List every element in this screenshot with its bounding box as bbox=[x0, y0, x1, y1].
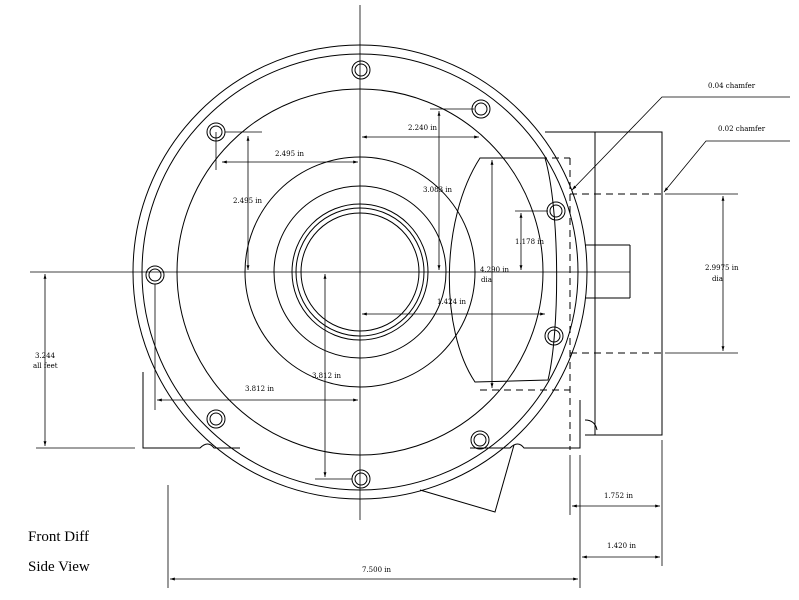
drawing-title-line1: Front Diff bbox=[28, 529, 89, 545]
chamfer-002-leader bbox=[663, 140, 790, 193]
bolt-hole bbox=[206, 409, 226, 429]
dim-1420: 1.420 in bbox=[607, 542, 637, 550]
dim-4290-suffix: dia bbox=[481, 276, 492, 284]
dim-1752: 1.752 in bbox=[604, 492, 634, 500]
bolt-hole bbox=[351, 60, 371, 80]
dim-bolt-h-right: 2.240 in bbox=[408, 124, 438, 132]
bolt-hole-inner bbox=[354, 63, 368, 77]
outer-flange-circle bbox=[132, 44, 588, 500]
outer-flange-inner-circle bbox=[141, 53, 579, 491]
dim-bolt-h-bottom: 3.812 in bbox=[245, 385, 275, 393]
right-housing-step-arc bbox=[584, 419, 598, 431]
dim-bolt-v-bottom: 3.812 in bbox=[312, 372, 342, 380]
dim-29975-suffix: dia bbox=[712, 275, 723, 283]
dim-3244: 3.244 bbox=[35, 352, 56, 360]
dim-3083: 3.083 in bbox=[423, 186, 453, 194]
dim-bolt-h-left: 2.495 in bbox=[275, 150, 305, 158]
side-crescent-cut bbox=[448, 157, 558, 383]
dim-1424: 1.424 in bbox=[437, 298, 467, 306]
bore-mid-circle bbox=[295, 207, 425, 337]
left-foot bbox=[142, 372, 240, 449]
right-housing-block bbox=[545, 131, 663, 436]
dim-29975: 2.9975 in bbox=[705, 264, 739, 272]
bolt-hole-inner bbox=[549, 204, 563, 218]
body-circle bbox=[244, 156, 476, 388]
dim-1178: 1.178 in bbox=[515, 238, 545, 246]
chamfer-004-label: 0.04 chamfer bbox=[708, 82, 756, 90]
bolt-hole-inner bbox=[209, 412, 223, 426]
dim-3244-suffix: all feet bbox=[33, 362, 58, 370]
bolt-holes bbox=[145, 60, 566, 489]
bore-outer-circle bbox=[291, 203, 429, 341]
chamfer-002-label: 0.02 chamfer bbox=[718, 125, 766, 133]
bottom-drain-boss bbox=[419, 444, 515, 513]
bolt-hole bbox=[470, 430, 490, 450]
dim-7500: 7.500 in bbox=[362, 566, 392, 574]
bolt-hole-inner bbox=[473, 433, 487, 447]
dim-bolt-v-left: 2.495 in bbox=[233, 197, 263, 205]
right-foot bbox=[470, 400, 581, 449]
drawing-title-line2: Side View bbox=[28, 559, 90, 575]
bolt-circle-inner-edge bbox=[176, 88, 544, 456]
bolt-hole-inner bbox=[354, 472, 368, 486]
bolt-hole-inner bbox=[474, 102, 488, 116]
hub-circle bbox=[273, 185, 447, 359]
dim-4290: 4.290 in bbox=[480, 266, 510, 274]
bolt-hole-inner bbox=[148, 268, 162, 282]
chamfer-004-leader bbox=[571, 96, 790, 191]
bore-inner-circle bbox=[300, 212, 420, 332]
